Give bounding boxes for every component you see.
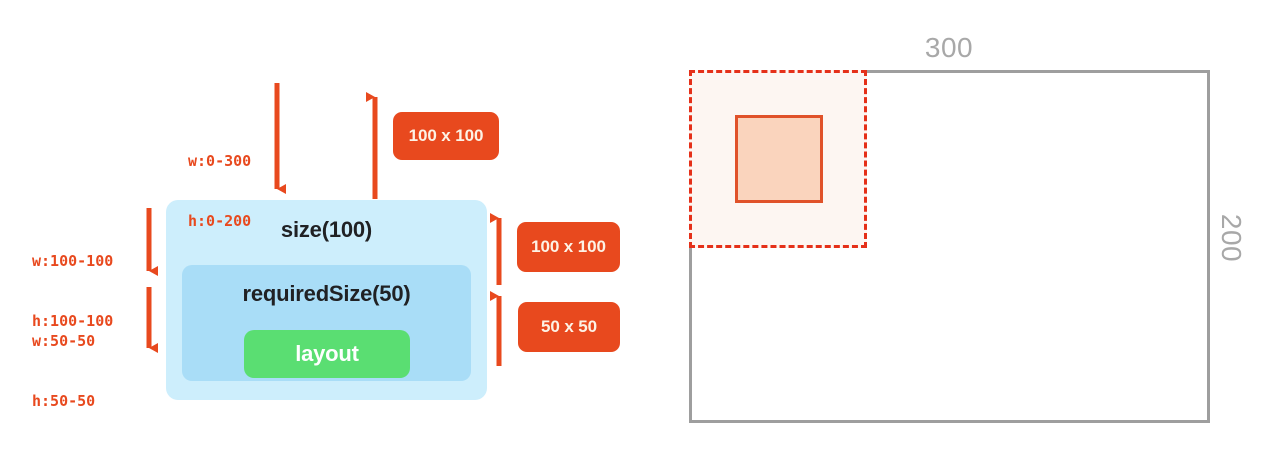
incoming-constraint-width: w:0-300 [188, 152, 252, 170]
size-constraint-height: h:100-100 [32, 312, 114, 330]
required-size-result-badge: 50 x 50 [518, 302, 620, 352]
size-box-label: size(100) [280, 217, 373, 242]
top-result-badge: 100 x 100 [393, 112, 499, 160]
layout-button[interactable]: layout [244, 330, 410, 378]
required-size-box-label: requiredSize(50) [242, 281, 411, 306]
viewport-width-label: 300 [924, 32, 974, 63]
incoming-constraint-text: w:0-300 h:0-200 [188, 111, 251, 271]
viewport-height-label: 200 [1216, 213, 1247, 263]
required-size-constraint-text: w:50-50 h:50-50 [32, 291, 95, 451]
size-result-badge: 100 x 100 [517, 222, 620, 272]
incoming-constraint-height: h:0-200 [188, 212, 252, 230]
size-constraint-width: w:100-100 [32, 252, 114, 270]
required-size-constraint-width: w:50-50 [32, 332, 96, 350]
size-constraint-text: w:100-100 h:100-100 [32, 211, 113, 371]
required-size-constraint-height: h:50-50 [32, 392, 96, 410]
laid-out-element-rectangle [735, 115, 823, 203]
